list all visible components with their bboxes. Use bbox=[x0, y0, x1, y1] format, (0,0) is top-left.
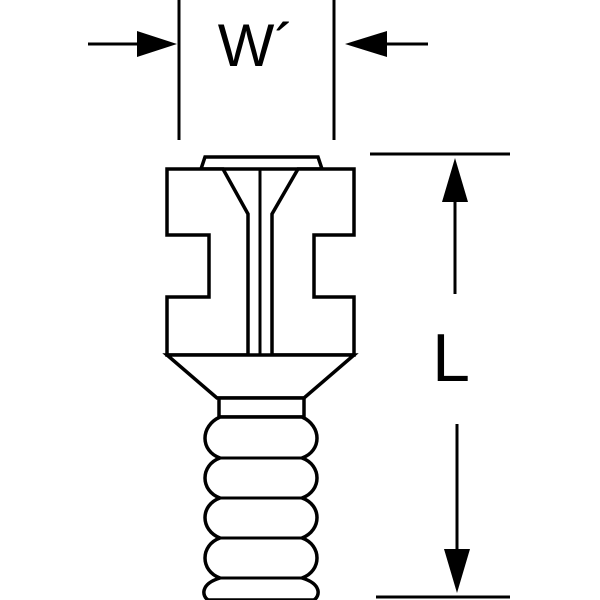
female-disconnect-terminal bbox=[162, 155, 359, 600]
width-dimension: W´ bbox=[88, 0, 428, 140]
terminal-insulated-sleeve bbox=[202, 415, 320, 600]
width-arrow-right-head bbox=[345, 31, 387, 57]
length-label: L bbox=[432, 320, 470, 396]
width-label: W´ bbox=[218, 12, 295, 79]
length-arrow-down-head bbox=[444, 549, 470, 593]
length-dimension: L bbox=[370, 152, 510, 599]
length-arrow-up-head bbox=[442, 158, 468, 202]
terminal-right-body bbox=[270, 167, 356, 357]
terminal-barrel-collar bbox=[217, 396, 306, 419]
terminal-neck bbox=[162, 353, 359, 400]
width-arrow-left-head bbox=[137, 31, 177, 57]
terminal-top-rim bbox=[198, 155, 325, 171]
terminal-left-body bbox=[165, 167, 250, 357]
